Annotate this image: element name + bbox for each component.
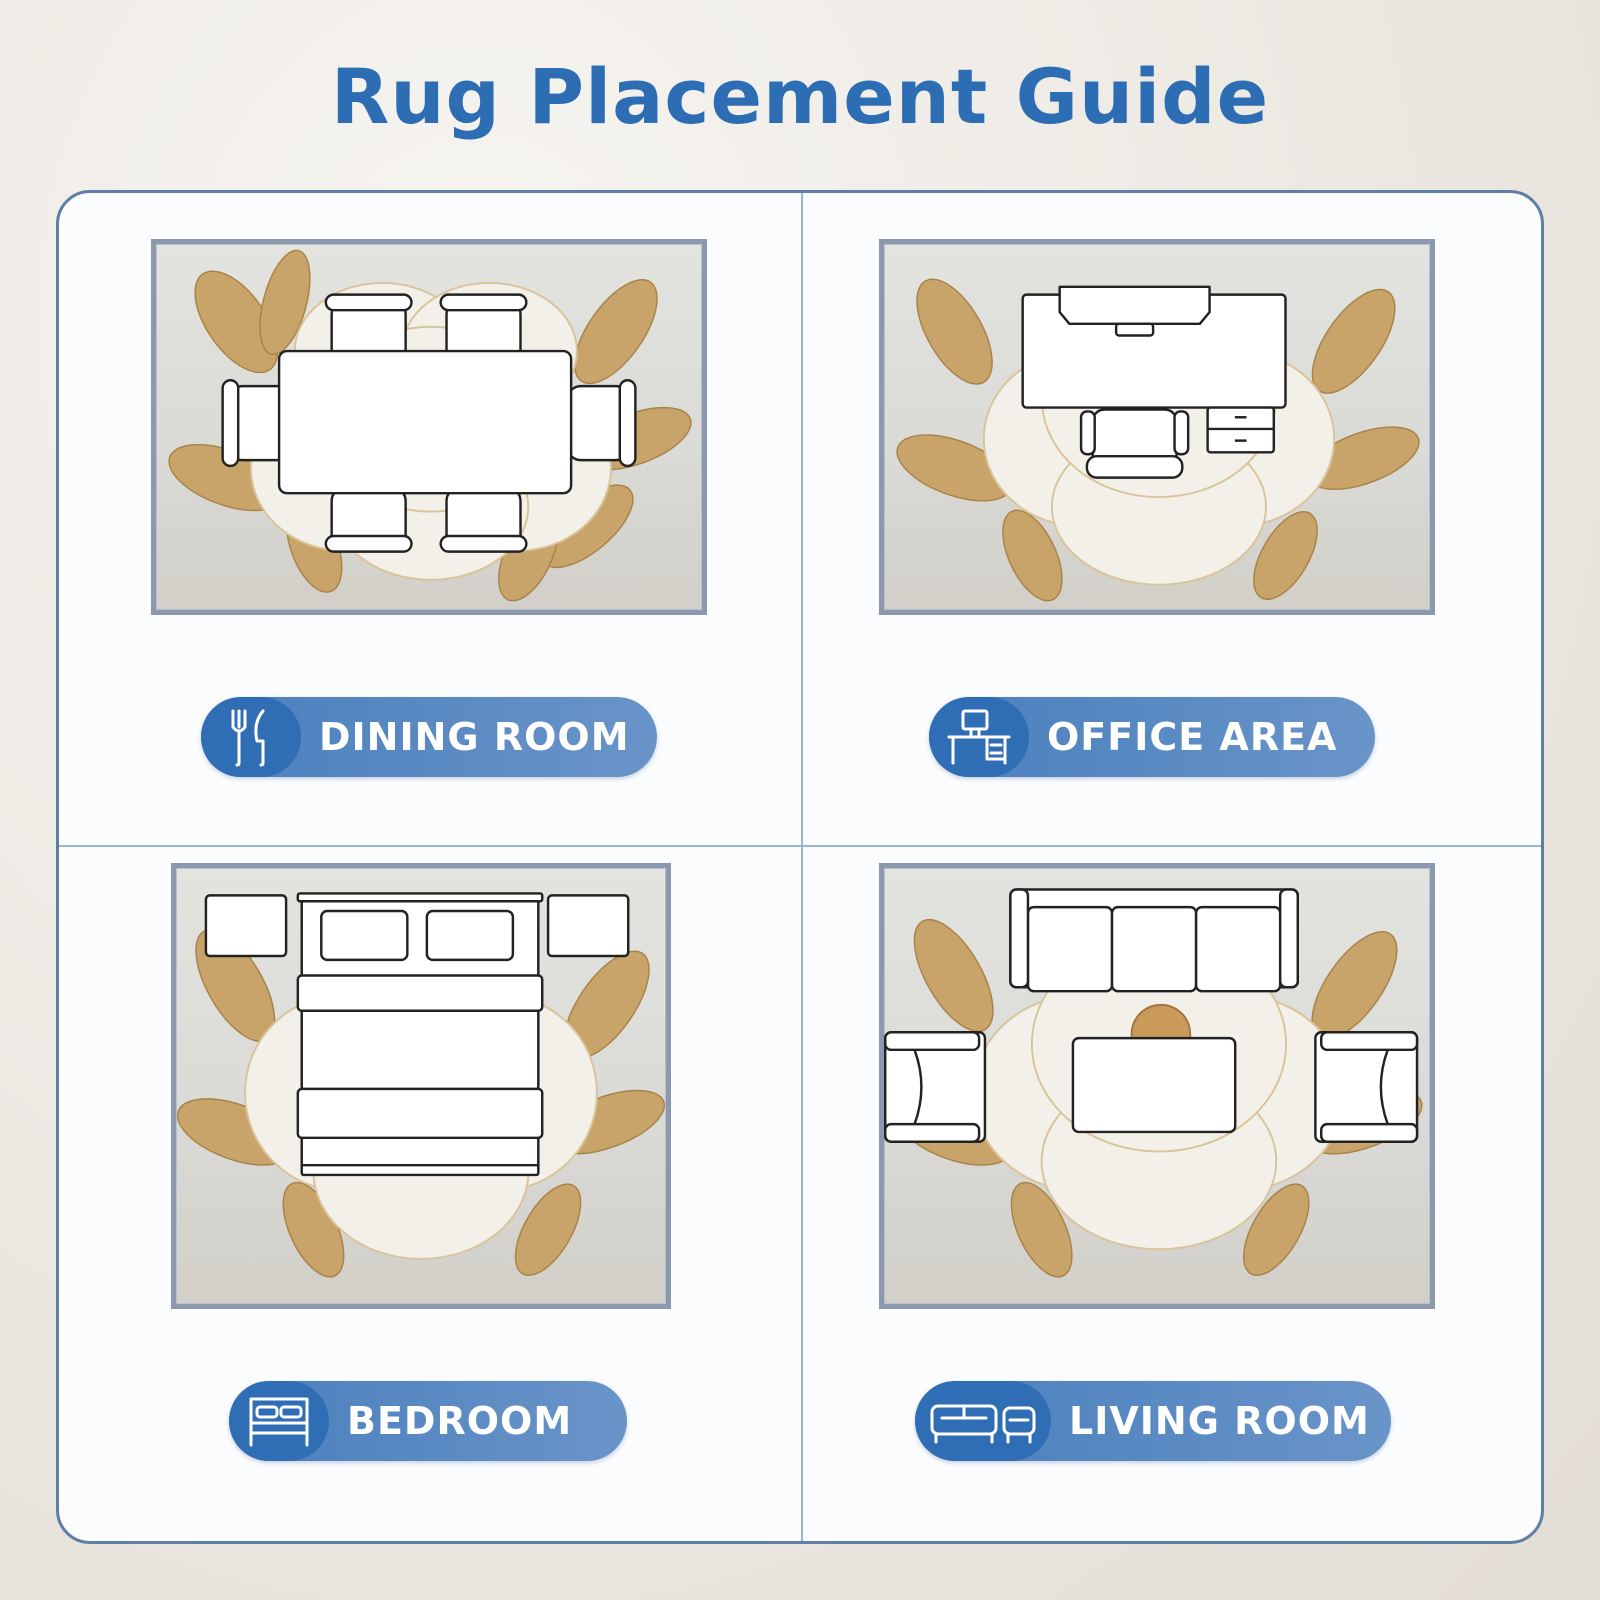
bed-blanket [296, 974, 544, 1012]
living-room-layout-plan [884, 888, 1419, 1143]
placement-guide-panel: DINING ROOM [56, 190, 1544, 1544]
living-room-section: LIVING ROOM [803, 847, 1541, 1541]
pillow-left [320, 909, 409, 962]
dining-room-rug [151, 239, 707, 615]
fork-knife-icon [201, 697, 301, 777]
bed-footer-blanket [296, 1087, 544, 1140]
office-area-label-text: OFFICE AREA [1047, 715, 1338, 759]
pillow-right [425, 909, 515, 962]
office-area-rug [879, 239, 1435, 615]
office-area-label[interactable]: OFFICE AREA [929, 697, 1375, 777]
bed-icon [229, 1381, 329, 1461]
office-area-section: OFFICE AREA [803, 193, 1541, 845]
bedroom-section: BEDROOM [59, 847, 801, 1541]
desk-computer-icon [929, 697, 1029, 777]
bedroom-rug [171, 863, 671, 1309]
dining-table [277, 349, 573, 495]
dining-layout-plan [221, 293, 637, 553]
bedroom-label-text: BEDROOM [347, 1399, 573, 1443]
sofa-armchair-icon [915, 1381, 1051, 1461]
horizontal-divider [59, 845, 1541, 847]
nightstand-left [204, 894, 288, 958]
bedroom-label[interactable]: BEDROOM [229, 1381, 627, 1461]
bedroom-layout-plan [204, 892, 630, 1177]
dining-room-label-text: DINING ROOM [319, 715, 630, 759]
living-room-label-text: LIVING ROOM [1069, 1399, 1370, 1443]
computer-monitor [1058, 285, 1211, 326]
office-layout-plan [1021, 285, 1287, 479]
dining-room-label[interactable]: DINING ROOM [201, 697, 657, 777]
nightstand-right [546, 894, 630, 958]
living-room-rug [879, 863, 1435, 1309]
coffee-table [1071, 1036, 1237, 1134]
page-title: Rug Placement Guide [330, 52, 1270, 141]
vertical-divider [801, 193, 803, 1541]
living-room-label[interactable]: LIVING ROOM [915, 1381, 1391, 1461]
dining-room-section: DINING ROOM [59, 193, 801, 845]
